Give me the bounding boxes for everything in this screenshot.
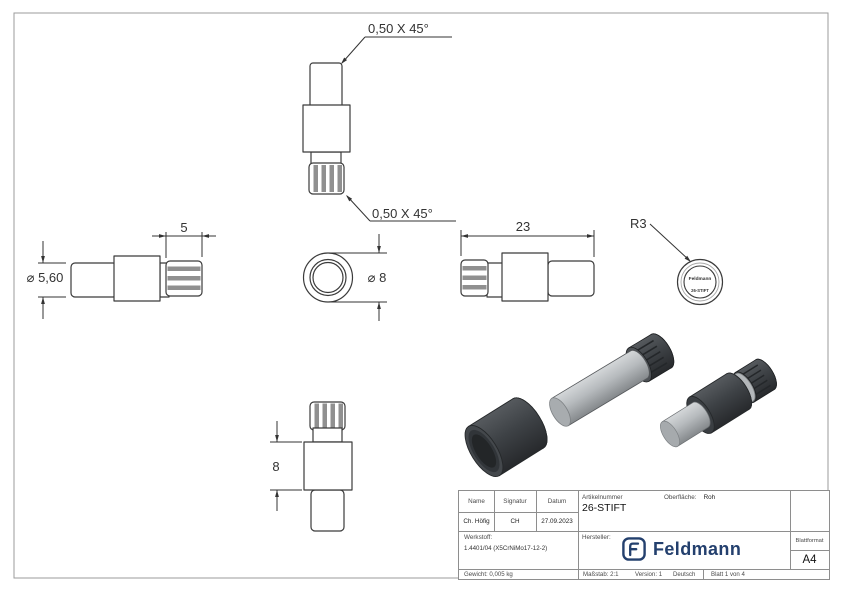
- author-signature: CH: [510, 518, 520, 525]
- shaft-diameter-label: ⌀ 5,60: [27, 270, 64, 285]
- dim-collar-length: 8: [270, 421, 302, 511]
- language: Deutsch: [673, 570, 696, 578]
- feldmann-logo: Feldmann: [622, 537, 741, 561]
- dim-overall-length: 23: [460, 219, 595, 257]
- drawing-frame: [13, 12, 829, 579]
- chamfer-bottom-label: 0,50 X 45°: [372, 206, 433, 221]
- drawing-date: 27.09.2023: [541, 518, 573, 525]
- scale: Maßstab: 2:1: [583, 570, 619, 578]
- overall-length-label: 23: [516, 219, 530, 234]
- version: Version: 1: [635, 570, 663, 578]
- article-number-label: Artikelnummer: [582, 494, 623, 501]
- manufacturer-label: Hersteller:: [582, 534, 611, 541]
- stamp-article-text: 26-STIFT: [691, 288, 709, 293]
- stamp-radius-label: R3: [630, 216, 647, 231]
- iso-pin: [549, 333, 675, 427]
- dim-knurl-length: 5: [152, 220, 216, 258]
- date-label: Datum: [547, 498, 567, 505]
- material-label: Werkstoff:: [464, 534, 493, 541]
- front-view-vertical: [302, 62, 351, 195]
- collar-length-label: 8: [272, 459, 279, 474]
- chamfer-top-label: 0,50 X 45°: [368, 21, 429, 36]
- knurl-length-label: 5: [180, 220, 187, 235]
- dim-stamp-radius: R3: [630, 216, 691, 262]
- chamfer-callout-top: 0,50 X 45°: [341, 21, 452, 64]
- chamfer-callout-bottom: 0,50 X 45°: [346, 195, 456, 222]
- sheet-format-value: A4: [802, 553, 817, 566]
- article-number-value: 26-STIFT: [582, 502, 627, 514]
- collar-diameter-label: ⌀ 8: [368, 270, 387, 285]
- brand-name: Feldmann: [653, 538, 742, 559]
- stamp-brand-text: Feldmann: [689, 276, 712, 282]
- title-block: Name Signatur Datum Ch. Höfig CH 27.09.2…: [458, 490, 830, 580]
- dim-shaft-diameter: ⌀ 5,60: [27, 241, 66, 319]
- surface-finish: Oberfläche: Roh: [664, 494, 715, 501]
- signature-label: Signatur: [503, 498, 527, 505]
- surface-label: Oberfläche:: [664, 494, 697, 501]
- side-view-left: [70, 255, 203, 302]
- end-view: [302, 252, 354, 303]
- material-value: 1.4401/04 (X5CrNiMo17-12-2): [464, 545, 548, 552]
- iso-sleeve: [464, 397, 548, 477]
- dim-collar-diameter: ⌀ 8: [329, 234, 387, 321]
- name-label: Name: [468, 498, 485, 505]
- sheet-format-label: Blattformat: [795, 537, 824, 544]
- side-view-right: [460, 252, 595, 302]
- bottom-view-vertical: [303, 401, 353, 532]
- iso-render: [464, 333, 777, 477]
- stamp-view: Feldmann 26-STIFT: [676, 258, 724, 306]
- weight: Gewicht: 0,005 kg: [464, 570, 513, 578]
- iso-assembly: [660, 358, 777, 448]
- feldmann-logo-icon: [622, 537, 646, 561]
- sheet-number: Blatt 1 von 4: [711, 570, 745, 578]
- author-name: Ch. Höfig: [463, 518, 490, 525]
- surface-value: Roh: [703, 494, 716, 501]
